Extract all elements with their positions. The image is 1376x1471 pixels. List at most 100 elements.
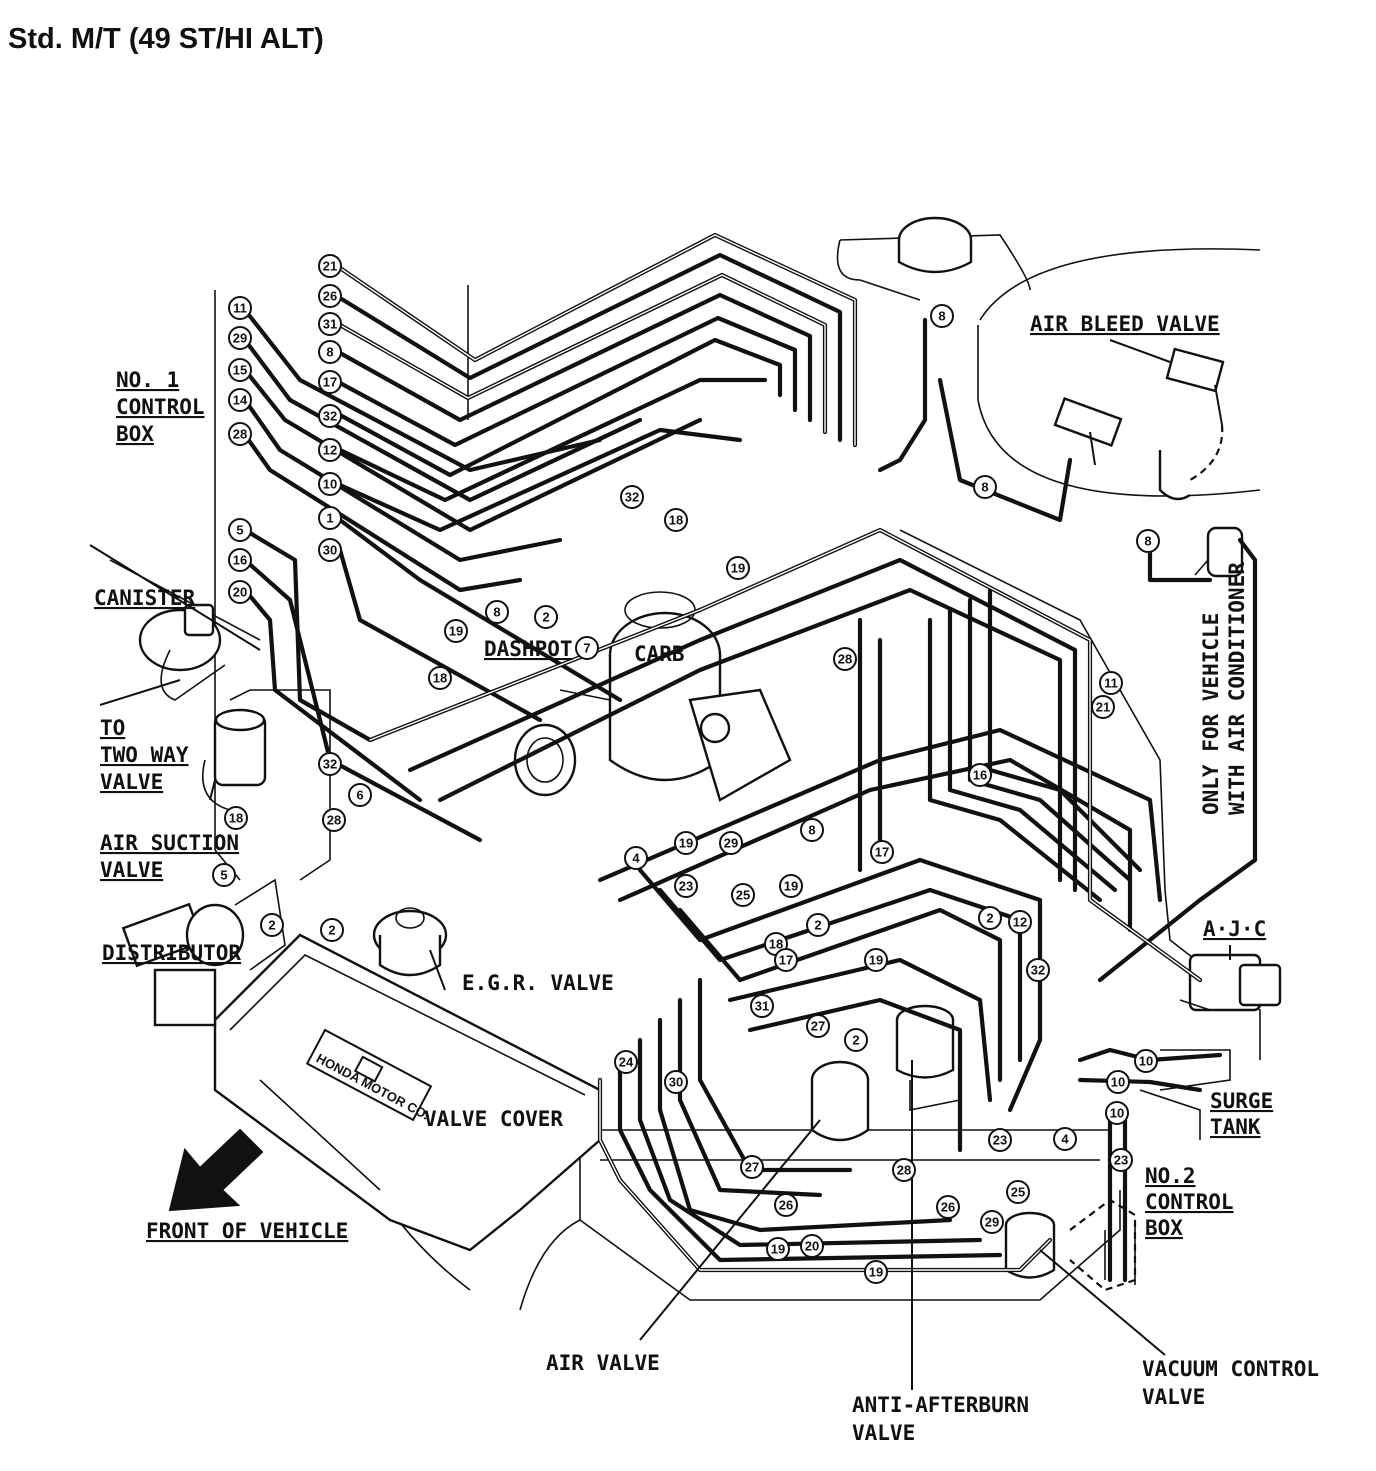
page-title: Std. M/T (49 ST/HI ALT) (8, 23, 324, 55)
hose-number-badge: 16 (973, 768, 987, 783)
label-canister: CANISTER (94, 586, 196, 610)
hose-number-badge-circle (731, 883, 755, 907)
hose-number-badge: 11 (233, 301, 247, 316)
hose-number-badge: 14 (233, 393, 248, 408)
hose-number-badge-circle (870, 840, 894, 864)
hose-number-badge: 19 (869, 953, 883, 968)
hose-number-badge-circle (228, 580, 252, 604)
hose-number-badge: 29 (985, 1215, 999, 1230)
hose-number-badge-circle (988, 1128, 1012, 1152)
hose-number-badge: 8 (938, 309, 945, 324)
leader-lines (89, 339, 1231, 1390)
hose-number-badge-circle (774, 1193, 798, 1217)
hose-number-badge: 21 (323, 259, 337, 274)
svg-text:SURGE: SURGE (1210, 1089, 1273, 1113)
hose-number-badge: 5 (220, 868, 227, 883)
hose-number-badge-circle (1109, 1148, 1133, 1172)
hose-number-badge: 28 (233, 427, 247, 442)
hose-number-badge-circle (318, 404, 342, 428)
hose-number-badge-circle (978, 906, 1002, 930)
hose-number-badge-circle (864, 1260, 888, 1284)
hose-number-badge-circle (318, 438, 342, 462)
svg-text:CONTROL: CONTROL (116, 395, 205, 419)
distributor-part (121, 878, 286, 1027)
hose-number-badge: 17 (779, 953, 793, 968)
hose-number-badge: 19 (784, 879, 798, 894)
hose-number-badge-circle (892, 1158, 916, 1182)
hose-number-badge-circle (318, 254, 342, 278)
hose-number-badge: 20 (233, 585, 247, 600)
hose-number-badge-circle (726, 556, 750, 580)
hose-number-badge-circle (318, 472, 342, 496)
hose-number-badge-circle (674, 874, 698, 898)
hose-number-badge: 8 (808, 823, 815, 838)
hose-number-badge-circle (1006, 1180, 1030, 1204)
hose-number-badge-circle (973, 475, 997, 499)
svg-text:CONTROL: CONTROL (1145, 1190, 1234, 1214)
hose-number-badge: 19 (771, 1242, 785, 1257)
hose-number-badge: 19 (679, 836, 693, 851)
hose-number-badge-circle (779, 874, 803, 898)
hose-number-badge: 17 (875, 845, 889, 860)
hose-number-badge-circle (228, 518, 252, 542)
hose-number-badge-circle (228, 296, 252, 320)
svg-text:ANTI-AFTERBURN: ANTI-AFTERBURN (852, 1393, 1029, 1417)
svg-text:VACUUM CONTROL: VACUUM CONTROL (1142, 1357, 1319, 1381)
hose-number-badge-circle (1136, 529, 1160, 553)
hose-number-badge: 8 (326, 345, 333, 360)
hose-number-badge-circle (806, 1014, 830, 1038)
hose-number-badge: 10 (1110, 1106, 1124, 1121)
hose-number-badge-circle (1106, 1070, 1130, 1094)
hose-number-badge: 6 (356, 788, 363, 803)
hose-number-badge: 2 (328, 923, 335, 938)
svg-text:WITH AIR CONDITIONER: WITH AIR CONDITIONER (1225, 562, 1249, 815)
label-valve-cover: VALVE COVER (424, 1107, 563, 1131)
hose-number-badge: 18 (229, 811, 243, 826)
hose-number-badge: 19 (731, 561, 745, 576)
hose-number-badge: 25 (736, 888, 750, 903)
label-egr-valve: E.G.R. VALVE (462, 971, 614, 995)
hose-number-badge: 26 (941, 1200, 955, 1215)
hose-number-badge-circle (930, 304, 954, 328)
hose-number-badge: 4 (1061, 1132, 1069, 1147)
svg-text:AIR SUCTION: AIR SUCTION (100, 831, 239, 855)
hose-number-badge-circle (318, 370, 342, 394)
hose-number-badge: 11 (1104, 676, 1118, 691)
hose-number-badge: 7 (583, 641, 590, 656)
hose-number-badge-circle (318, 506, 342, 530)
hose-number-badge: 12 (1013, 915, 1027, 930)
label-to-two-way-valve: TO TWO WAY VALVE (100, 716, 189, 794)
hose-number-badge: 32 (1031, 963, 1045, 978)
hose-number-badge-circle (318, 538, 342, 562)
hose-number-badge-circle (228, 358, 252, 382)
label-carb: CARB (634, 642, 685, 666)
label-anti-afterburn-valve: ANTI-AFTERBURN VALVE (852, 1393, 1029, 1445)
label-distributor: DISTRIBUTOR (102, 941, 241, 965)
hose-number-badge: 28 (327, 813, 341, 828)
hose-number-badge-circle (318, 284, 342, 308)
svg-text:NO.2: NO.2 (1145, 1164, 1196, 1188)
hose-number-badge: 23 (993, 1133, 1007, 1148)
hose-number-badges: 2126318173212101301129151428516208883218… (212, 254, 1160, 1284)
svg-text:ONLY FOR VEHICLE: ONLY FOR VEHICLE (1199, 613, 1223, 815)
label-air-bleed-valve: AIR BLEED VALVE (1030, 312, 1220, 336)
hose-number-badge-circle (624, 846, 648, 870)
label-air-suction-valve: AIR SUCTION VALVE (100, 831, 239, 882)
hose-number-badge-circle (800, 818, 824, 842)
hose-number-badge: 26 (779, 1198, 793, 1213)
hose-number-badge-circle (575, 636, 599, 660)
hose-number-badge: 2 (852, 1033, 859, 1048)
hose-number-badge: 10 (323, 477, 337, 492)
hose-number-badge: 18 (669, 513, 683, 528)
hose-number-badge-circle (228, 548, 252, 572)
svg-text:TWO WAY: TWO WAY (100, 743, 189, 767)
hose-number-badge-circle (664, 508, 688, 532)
hose-number-badge-circle (534, 605, 558, 629)
hose-number-badge-circle (750, 994, 774, 1018)
hose-number-badge-circle (674, 831, 698, 855)
hose-number-badge: 28 (838, 652, 852, 667)
hose-number-badge: 19 (869, 1265, 883, 1280)
ajc-part (1179, 953, 1282, 1012)
engine-block-outline (109, 285, 1261, 1311)
